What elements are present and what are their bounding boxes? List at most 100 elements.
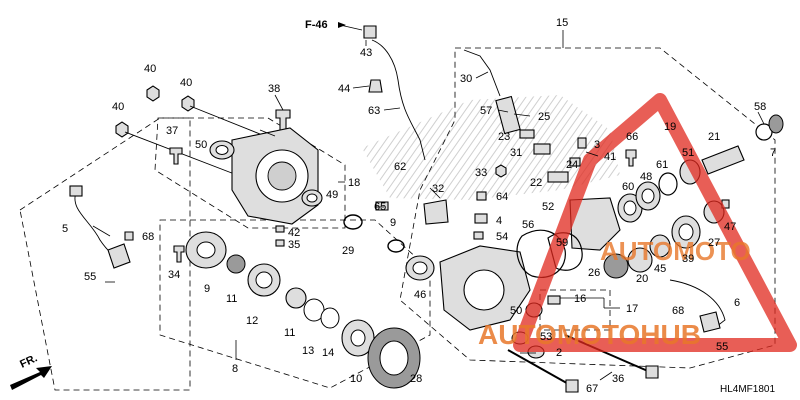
callout-11b: 11	[284, 327, 295, 339]
front-arrow-icon	[10, 366, 52, 390]
callout-62: 62	[394, 161, 406, 173]
bolt-head-36	[645, 365, 659, 379]
callout-22: 22	[530, 177, 542, 189]
callout-61: 61	[656, 159, 668, 171]
bracket-32	[423, 199, 449, 225]
callout-15: 15	[556, 17, 568, 29]
callout-55a: 55	[84, 271, 96, 283]
group-outline-8	[159, 219, 431, 389]
watermark-text-bottom: AUTOMOTOHUB	[478, 319, 701, 350]
long-bolt-67	[507, 349, 573, 387]
callout-13: 13	[302, 345, 314, 357]
callout-2: 2	[556, 347, 562, 359]
callout-9a: 9	[390, 217, 396, 229]
callout-11a: 11	[226, 293, 237, 305]
callout-14: 14	[322, 347, 334, 359]
leader-lines	[92, 24, 765, 381]
washer-54	[473, 231, 484, 240]
callout-21: 21	[708, 131, 720, 143]
callout-26: 26	[588, 267, 600, 279]
fork-22	[547, 171, 569, 183]
callout-10: 10	[350, 373, 362, 385]
washer-11b	[285, 287, 307, 309]
callout-64: 64	[496, 191, 508, 203]
callout-7: 7	[770, 147, 776, 159]
sensor-6-body	[699, 311, 721, 333]
callout-58: 58	[754, 101, 766, 113]
pin-35	[275, 239, 285, 247]
callout-42: 42	[288, 227, 300, 239]
housing-bore	[463, 269, 505, 311]
callout-52: 52	[542, 201, 554, 213]
callout-67: 67	[586, 383, 598, 395]
clamp-44	[368, 79, 383, 93]
callout-6: 6	[734, 297, 740, 309]
gear-26	[603, 253, 629, 279]
bearing-60-inner	[623, 200, 637, 216]
nut-40b	[181, 95, 195, 112]
watermark-triangle	[513, 93, 797, 352]
callout-40c: 40	[112, 101, 124, 113]
part-4	[474, 213, 488, 224]
callout-20: 20	[636, 273, 648, 285]
watermark-text-top: AUTOMOTO	[600, 236, 751, 266]
callout-9b: 9	[204, 283, 210, 295]
bolt-64	[476, 191, 487, 201]
callout-47: 47	[724, 221, 736, 233]
callout-43: 43	[360, 47, 372, 59]
flange-9-inner	[196, 241, 216, 259]
spring-31	[533, 143, 551, 155]
callout-63: 63	[368, 105, 380, 117]
seal-46-inner	[412, 261, 428, 275]
callout-28: 28	[410, 373, 422, 385]
callout-40a: 40	[144, 63, 156, 75]
callout-16: 16	[574, 293, 586, 305]
pin-24	[569, 157, 581, 167]
sensor-55	[107, 243, 131, 269]
callout-23: 23	[498, 131, 510, 143]
callout-27: 27	[708, 237, 720, 249]
callout-68b: 68	[672, 305, 684, 317]
callout-50a: 50	[195, 139, 207, 151]
plug-7	[768, 114, 784, 134]
sensor-6-wire	[669, 279, 726, 331]
callout-65: 65	[374, 201, 386, 213]
cam-12-inner	[255, 271, 273, 289]
group-outline-15	[399, 47, 776, 369]
bolt-head-67	[565, 379, 579, 393]
bolt-68-left	[124, 231, 134, 241]
bearing-48-inner	[641, 188, 655, 204]
callout-29: 29	[342, 245, 354, 257]
shim-14	[320, 307, 340, 329]
oring-small	[387, 239, 405, 253]
callout-56: 56	[522, 219, 534, 231]
ring-gear-28-inner	[379, 340, 409, 376]
gasket-56	[516, 229, 566, 278]
callout-18: 18	[348, 177, 360, 189]
ref-arrow-icon	[338, 22, 346, 28]
bolt-66	[625, 149, 637, 167]
callout-19: 19	[664, 121, 676, 133]
ring-49-inner	[306, 193, 318, 203]
callout-38: 38	[268, 83, 280, 95]
diagram-code: HL4MF1801	[720, 384, 775, 395]
plunger-23	[519, 129, 535, 139]
callout-59: 59	[556, 237, 568, 249]
callout-33: 33	[475, 167, 487, 179]
nut-40a	[146, 85, 160, 102]
actuator-25	[495, 95, 521, 135]
callout-30: 30	[460, 73, 472, 85]
callout-17: 17	[626, 303, 638, 315]
callout-40b: 40	[180, 77, 192, 89]
gear-20	[627, 247, 653, 273]
callout-50b: 50	[510, 305, 522, 317]
nut-33	[495, 164, 507, 178]
pin-42	[275, 225, 285, 233]
group-outline-1	[539, 289, 611, 331]
callout-60: 60	[622, 181, 634, 193]
bearing-39-inner	[678, 223, 694, 241]
callout-55b: 55	[716, 341, 728, 353]
callout-68a: 68	[142, 231, 154, 243]
